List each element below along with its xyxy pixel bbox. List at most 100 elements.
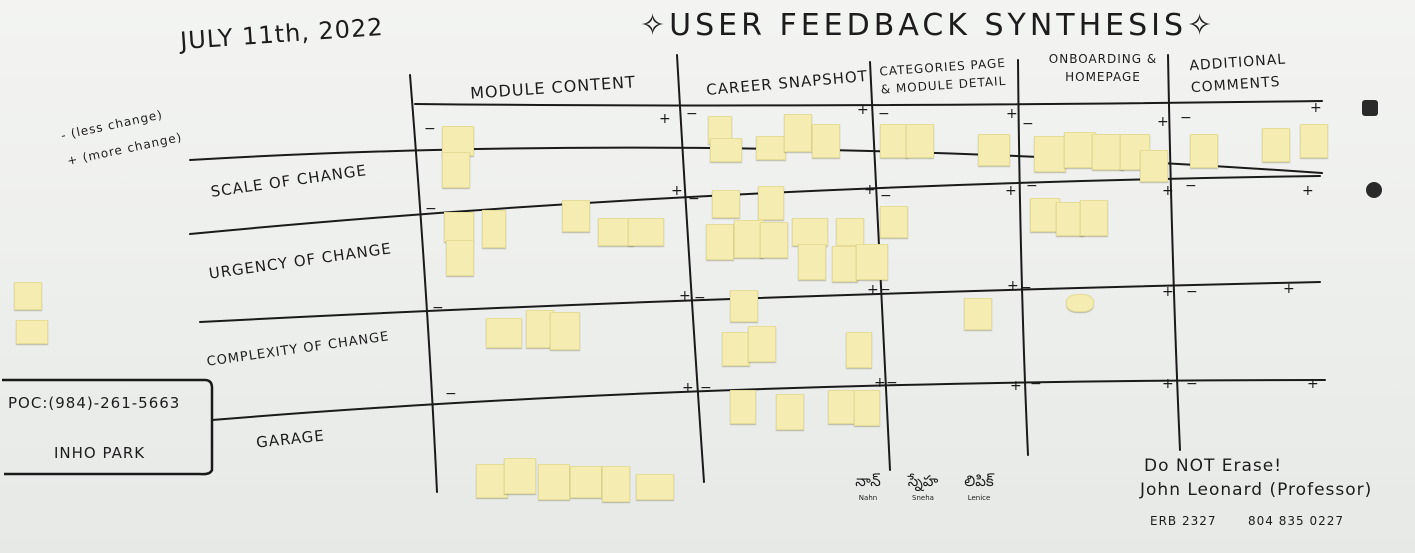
sticky-note[interactable]: [446, 240, 474, 276]
svg-text:+: +: [1006, 106, 1018, 122]
sticky-note[interactable]: [628, 218, 664, 246]
sticky-note[interactable]: [1300, 124, 1328, 158]
office-phone: 804 835 0227: [1248, 514, 1344, 528]
sticky-note[interactable]: [1034, 136, 1066, 172]
sticky-note[interactable]: [812, 124, 840, 158]
signature-nahn: నాన్ Nahn: [846, 472, 890, 502]
svg-text:+: +: [1283, 281, 1295, 297]
svg-text:−: −: [686, 106, 698, 122]
svg-text:+: +: [857, 102, 869, 118]
sticky-note[interactable]: [1190, 134, 1218, 168]
svg-text:+: +: [659, 111, 671, 127]
do-not-erase-text: Do NOT Erase!: [1144, 456, 1283, 476]
svg-text:+: +: [671, 183, 683, 199]
sticky-note[interactable]: [550, 312, 580, 350]
svg-text:−: −: [432, 300, 444, 316]
column-header-onboarding: ONBOARDING & HOMEPAGE: [1048, 52, 1158, 84]
contact-phone: POC:(984)-261-5663: [8, 394, 181, 412]
svg-text:−: −: [879, 282, 891, 298]
sticky-note[interactable]: [758, 186, 784, 220]
sticky-note[interactable]: [444, 212, 474, 242]
svg-text:+: +: [1307, 376, 1319, 392]
svg-text:−: −: [424, 121, 436, 137]
svg-text:+: +: [1310, 100, 1322, 116]
sticky-note[interactable]: [880, 206, 908, 238]
sticky-note[interactable]: [846, 332, 872, 368]
sticky-note[interactable]: [964, 298, 992, 330]
sticky-note[interactable]: [562, 200, 590, 232]
sticky-note[interactable]: [16, 320, 48, 344]
sticky-note[interactable]: [722, 332, 750, 366]
svg-text:−: −: [1186, 284, 1198, 300]
svg-text:+: +: [1162, 284, 1174, 300]
sticky-note[interactable]: [856, 244, 888, 280]
svg-text:−: −: [886, 375, 898, 391]
sticky-note[interactable]: [486, 318, 522, 348]
sticky-note[interactable]: [602, 466, 630, 502]
svg-text:−: −: [880, 188, 892, 204]
sticky-note[interactable]: [854, 390, 880, 426]
sticky-note[interactable]: [504, 458, 536, 494]
sticky-note[interactable]: [776, 394, 804, 430]
svg-text:−: −: [694, 290, 706, 306]
office-room: ERB 2327: [1150, 514, 1217, 528]
sticky-note[interactable]: [570, 466, 602, 498]
signature-name: Nahn: [858, 494, 878, 502]
sticky-note[interactable]: [1066, 294, 1094, 312]
sticky-note[interactable]: [1080, 200, 1108, 236]
sticky-note[interactable]: [482, 210, 506, 248]
svg-text:+: +: [874, 375, 886, 391]
sticky-note[interactable]: [880, 124, 908, 158]
sticky-note[interactable]: [706, 224, 734, 260]
sticky-note[interactable]: [442, 126, 474, 156]
svg-text:+: +: [1162, 376, 1174, 392]
signature-lenice: లిపిక్ Lenice: [954, 472, 1004, 502]
svg-text:−: −: [700, 380, 712, 396]
sticky-note[interactable]: [760, 222, 788, 258]
svg-text:−: −: [1180, 110, 1192, 126]
svg-text:+: +: [864, 182, 876, 198]
sticky-note[interactable]: [756, 136, 786, 160]
signature-script: లిపిక్: [964, 472, 994, 490]
sticky-note[interactable]: [748, 326, 776, 362]
signature-sneha: స్నేహ Sneha: [900, 472, 946, 502]
sticky-note[interactable]: [798, 244, 826, 280]
sticky-note[interactable]: [784, 114, 812, 152]
sticky-note[interactable]: [636, 474, 674, 500]
svg-text:+: +: [867, 282, 879, 298]
signature-script: స్నేహ: [907, 472, 939, 490]
sticky-note[interactable]: [442, 152, 470, 188]
svg-text:−: −: [1185, 178, 1197, 194]
signature-script: నాన్: [855, 472, 881, 490]
sticky-note[interactable]: [836, 218, 864, 246]
professor-name: John Leonard (Professor): [1140, 480, 1373, 500]
magnet: [1366, 182, 1382, 198]
svg-text:−: −: [425, 201, 437, 217]
svg-text:+: +: [682, 380, 694, 396]
sticky-note[interactable]: [978, 134, 1010, 166]
sticky-note[interactable]: [710, 138, 742, 162]
svg-text:+: +: [1162, 183, 1174, 199]
sticky-note[interactable]: [1262, 128, 1290, 162]
svg-text:−: −: [1022, 116, 1034, 132]
sticky-note[interactable]: [906, 124, 934, 158]
sticky-note[interactable]: [538, 464, 570, 500]
sticky-note[interactable]: [792, 218, 828, 246]
svg-text:−: −: [1030, 376, 1042, 392]
signature-name: Lenice: [967, 494, 991, 502]
sticky-note[interactable]: [712, 190, 740, 218]
sticky-note[interactable]: [1140, 150, 1168, 182]
svg-text:−: −: [1020, 280, 1032, 296]
svg-text:−: −: [1186, 376, 1198, 392]
svg-text:+: +: [1007, 278, 1019, 294]
sticky-note[interactable]: [832, 246, 858, 282]
sticky-note[interactable]: [730, 290, 758, 322]
sticky-note[interactable]: [828, 390, 856, 424]
svg-text:+: +: [1302, 183, 1314, 199]
svg-text:−: −: [878, 106, 890, 122]
svg-text:−: −: [688, 191, 700, 207]
sticky-note[interactable]: [730, 390, 756, 424]
signature-name: Sneha: [912, 494, 934, 502]
sticky-note[interactable]: [14, 282, 42, 310]
